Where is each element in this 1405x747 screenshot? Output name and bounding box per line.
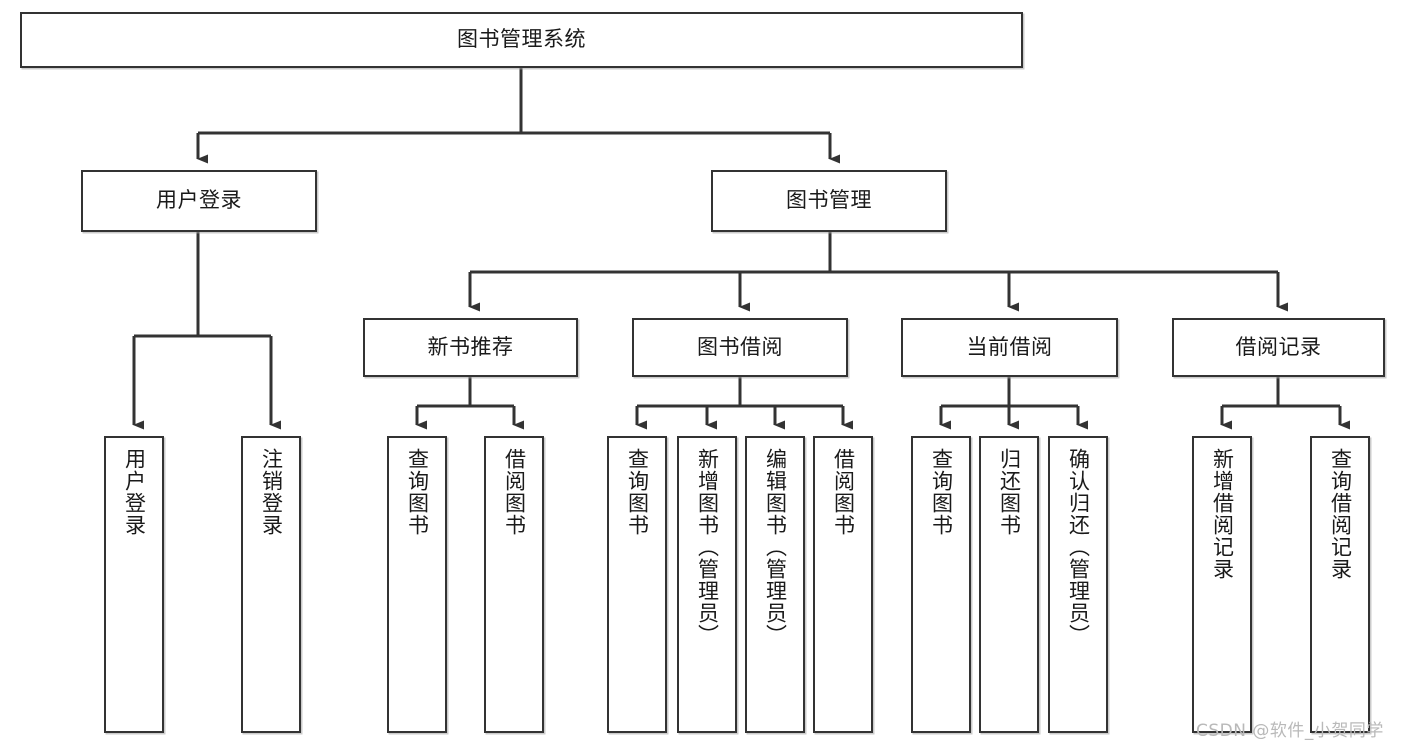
- node-leaf-current-query-book[interactable]: 查询图书: [911, 436, 971, 733]
- node-label: 借阅图书: [502, 448, 527, 536]
- node-label: 新增图书（管理员）: [695, 448, 720, 646]
- node-leaf-borrow-add-book-admin[interactable]: 新增图书（管理员）: [677, 436, 737, 733]
- node-label: 借阅图书: [831, 448, 856, 536]
- node-label: 当前借阅: [966, 334, 1053, 359]
- node-label: 新书推荐: [427, 334, 514, 359]
- node-label: 图书管理系统: [457, 27, 586, 52]
- node-label: 图书借阅: [697, 334, 783, 359]
- node-label: 编辑图书（管理员）: [763, 448, 788, 646]
- node-label: 新增借阅记录: [1210, 448, 1235, 580]
- node-leaf-borrow-edit-book-admin[interactable]: 编辑图书（管理员）: [745, 436, 805, 733]
- node-label: 用户登录: [122, 448, 147, 536]
- node-borrowing-record[interactable]: 借阅记录: [1172, 318, 1385, 377]
- csdn-watermark: CSDN @软件_小贺同学: [1196, 721, 1384, 741]
- node-leaf-current-confirm-return-admin[interactable]: 确认归还（管理员）: [1048, 436, 1108, 733]
- node-label: 查询图书: [929, 448, 954, 536]
- node-book-borrowing[interactable]: 图书借阅: [632, 318, 848, 377]
- node-label: 查询图书: [625, 448, 650, 536]
- node-current-borrowing[interactable]: 当前借阅: [901, 318, 1118, 377]
- node-leaf-borrow-borrow-book[interactable]: 借阅图书: [813, 436, 873, 733]
- node-label: 归还图书: [997, 448, 1022, 536]
- node-label: 用户登录: [156, 188, 242, 213]
- node-root-book-management-system[interactable]: 图书管理系统: [20, 12, 1023, 68]
- node-leaf-newbook-query-book[interactable]: 查询图书: [387, 436, 447, 733]
- node-label: 查询图书: [405, 448, 430, 536]
- node-label: 图书管理: [786, 188, 872, 213]
- node-leaf-record-add-record[interactable]: 新增借阅记录: [1192, 436, 1252, 733]
- node-leaf-borrow-query-book[interactable]: 查询图书: [607, 436, 667, 733]
- node-label: 注销登录: [259, 448, 284, 536]
- node-book-management[interactable]: 图书管理: [711, 170, 947, 232]
- node-leaf-record-query-record[interactable]: 查询借阅记录: [1310, 436, 1370, 733]
- node-leaf-newbook-borrow-book[interactable]: 借阅图书: [484, 436, 544, 733]
- node-new-book-recommendation[interactable]: 新书推荐: [363, 318, 578, 377]
- node-label: 借阅记录: [1235, 334, 1322, 359]
- node-leaf-user-login-signout[interactable]: 注销登录: [241, 436, 301, 733]
- node-label: 查询借阅记录: [1328, 448, 1353, 580]
- node-label: 确认归还（管理员）: [1066, 448, 1091, 646]
- node-user-login[interactable]: 用户登录: [81, 170, 317, 232]
- node-leaf-user-login-signin[interactable]: 用户登录: [104, 436, 164, 733]
- node-leaf-current-return-book[interactable]: 归还图书: [979, 436, 1039, 733]
